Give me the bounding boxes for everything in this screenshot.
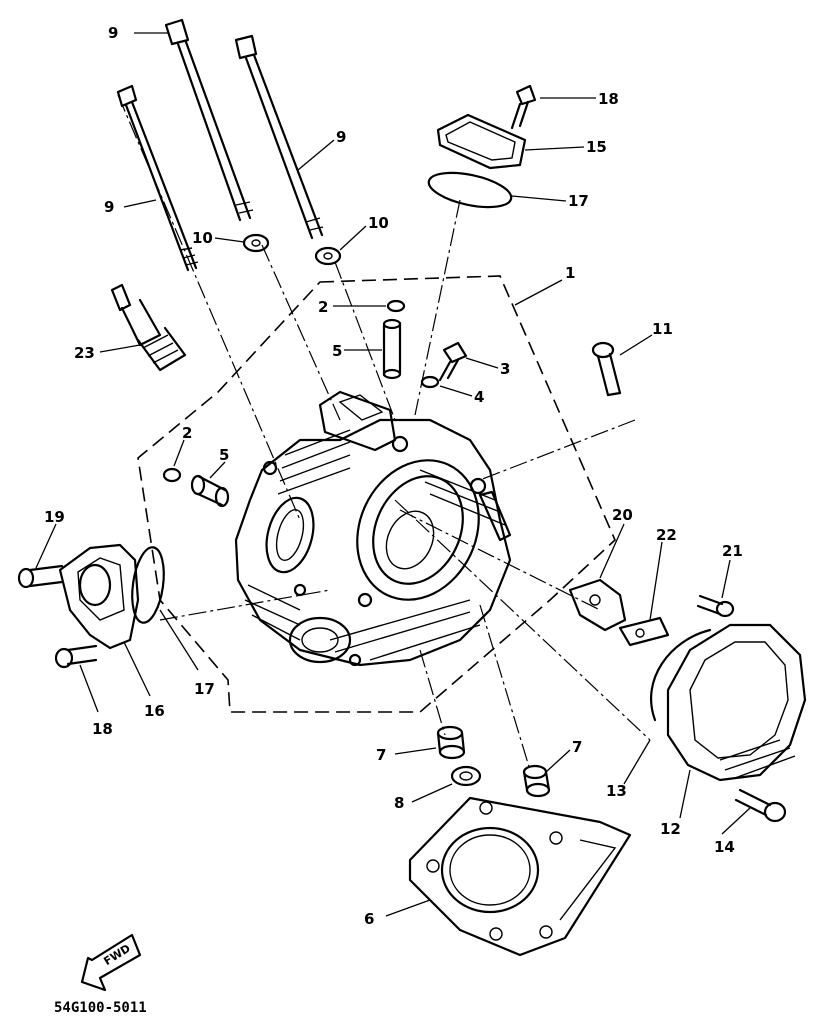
callout-8: 8 xyxy=(394,794,404,812)
forward-arrow-icon: FWD xyxy=(80,933,142,992)
cylinder-head-1 xyxy=(234,390,512,667)
callout-5: 5 xyxy=(219,446,229,464)
bolt-18-left xyxy=(54,644,98,669)
cam-cap-15 xyxy=(436,84,537,170)
drawing-code: 54G100-5011 xyxy=(54,1000,147,1016)
valve-cover-12 xyxy=(666,623,807,782)
callout-10: 10 xyxy=(368,214,389,232)
dowel-7-left xyxy=(436,725,466,760)
washer-4 xyxy=(420,375,440,389)
callout-3: 3 xyxy=(500,360,510,378)
callout-7: 7 xyxy=(376,746,386,764)
callout-15: 15 xyxy=(586,138,607,156)
side-cover-16 xyxy=(58,543,140,650)
dowel-7-right xyxy=(522,764,551,798)
callout-14: 14 xyxy=(714,838,735,856)
callout-2: 2 xyxy=(318,298,328,316)
gasket-13 xyxy=(649,628,712,722)
callout-18: 18 xyxy=(92,720,113,738)
callout-17: 17 xyxy=(194,680,215,698)
callout-9: 9 xyxy=(104,198,114,216)
callout-5: 5 xyxy=(332,342,342,360)
callout-7: 7 xyxy=(572,738,582,756)
callout-9: 9 xyxy=(108,24,118,42)
bracket-20 xyxy=(568,578,627,632)
callout-9: 9 xyxy=(336,128,346,146)
assembly-boundary xyxy=(137,275,616,713)
callout-2: 2 xyxy=(182,424,192,442)
callout-12: 12 xyxy=(660,820,681,838)
callout-13: 13 xyxy=(606,782,627,800)
callouts: 9 9 9 18 15 17 10 10 1 2 11 5 3 23 4 2 5… xyxy=(44,24,743,928)
bolt-19 xyxy=(17,564,64,589)
callout-22: 22 xyxy=(656,526,677,544)
washer-8 xyxy=(450,765,482,787)
bolt-14 xyxy=(734,788,787,823)
washer-10-b xyxy=(314,246,342,266)
callout-20: 20 xyxy=(612,506,633,524)
callout-19: 19 xyxy=(44,508,65,526)
head-bolt-9-b xyxy=(164,18,254,222)
callout-21: 21 xyxy=(722,542,743,560)
bolt-3 xyxy=(438,341,468,382)
callout-6: 6 xyxy=(364,910,374,928)
fwd-label: FWD xyxy=(101,942,132,968)
o-ring-17-top xyxy=(427,171,513,209)
clip-2-top xyxy=(386,299,406,313)
callout-17: 17 xyxy=(568,192,589,210)
head-bolt-9-a xyxy=(116,84,199,272)
clip-2-left xyxy=(162,467,182,483)
head-gasket-6 xyxy=(408,796,632,957)
callout-1: 1 xyxy=(565,264,575,282)
bolt-21 xyxy=(696,594,735,618)
callout-16: 16 xyxy=(144,702,165,720)
leader-lines xyxy=(35,32,751,917)
callout-11: 11 xyxy=(652,320,673,338)
o-ring-17-left xyxy=(131,546,165,624)
callout-18: 18 xyxy=(598,90,619,108)
washer-10-a xyxy=(242,233,270,253)
head-bolt-9-c xyxy=(234,34,324,240)
spark-plug-23 xyxy=(110,283,187,372)
dowel-5-left xyxy=(190,474,230,508)
callout-23: 23 xyxy=(74,344,95,362)
plate-22 xyxy=(618,616,670,647)
callout-4: 4 xyxy=(474,388,484,406)
dowel-5-top xyxy=(382,318,402,380)
bolt-11 xyxy=(591,341,622,397)
callout-10: 10 xyxy=(192,229,213,247)
